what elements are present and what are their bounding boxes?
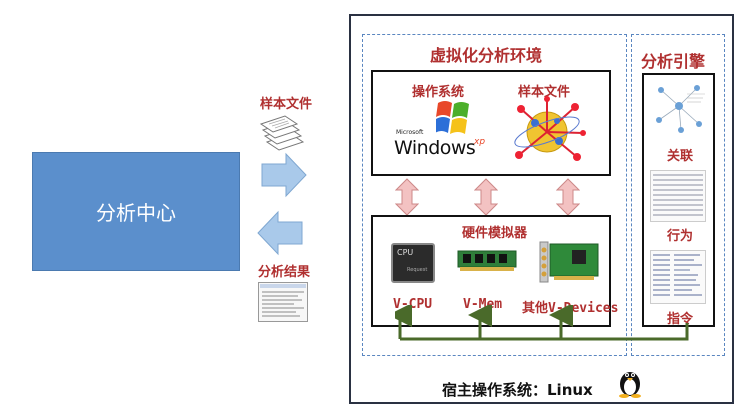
sample-files-label: 样本文件 <box>260 97 313 112</box>
instruction-listing-icon <box>650 250 706 304</box>
device-connector-lines <box>395 305 689 341</box>
host-system-frame <box>349 14 734 404</box>
engine-item-association: 关联 <box>667 149 694 164</box>
analysis-engine-title: 分析引擎 <box>641 52 706 71</box>
windows-text: Windows <box>394 137 476 159</box>
xp-text: xp <box>474 137 486 147</box>
bidirectional-arrow-icon <box>474 178 498 216</box>
hardware-title: 硬件模拟器 <box>462 226 528 241</box>
memory-stick-icon <box>457 250 517 271</box>
association-graph-icon <box>656 85 705 133</box>
virtual-env-region <box>362 34 627 356</box>
cpu-chip-text: CPU <box>397 248 414 257</box>
windows-xp-logo: Microsoft Windows xp <box>394 99 494 165</box>
microsoft-text: Microsoft <box>396 129 424 136</box>
cpu-chip-subtext: Request <box>407 267 428 273</box>
document-stack-icon <box>259 115 305 151</box>
host-os-label: 宿主操作系统：Linux <box>442 381 593 399</box>
bidirectional-arrow-icon <box>556 178 580 216</box>
cpu-chip-icon: CPU Request <box>391 243 435 283</box>
sample-molecule-icon <box>514 96 586 161</box>
analysis-center-box: 分析中心 <box>32 152 240 271</box>
behavior-table-icon <box>650 170 706 222</box>
engine-item-behavior: 行为 <box>667 229 694 244</box>
os-label: 操作系统 <box>412 85 465 100</box>
samples-label: 样本文件 <box>518 85 571 100</box>
analysis-engine-region <box>631 34 725 356</box>
report-thumbnail-icon <box>258 282 308 322</box>
right-arrow-icon <box>261 152 307 198</box>
left-arrow-icon <box>257 210 303 256</box>
guest-box <box>371 70 611 176</box>
windows-flag-icon <box>436 101 469 134</box>
analysis-results-label: 分析结果 <box>258 265 311 280</box>
virtual-env-title: 虚拟化分析环境 <box>430 46 543 65</box>
expansion-card-icon <box>539 241 599 283</box>
analysis-center-label: 分析中心 <box>96 201 176 225</box>
bidirectional-arrow-icon <box>395 178 419 216</box>
linux-penguin-icon <box>619 372 641 398</box>
